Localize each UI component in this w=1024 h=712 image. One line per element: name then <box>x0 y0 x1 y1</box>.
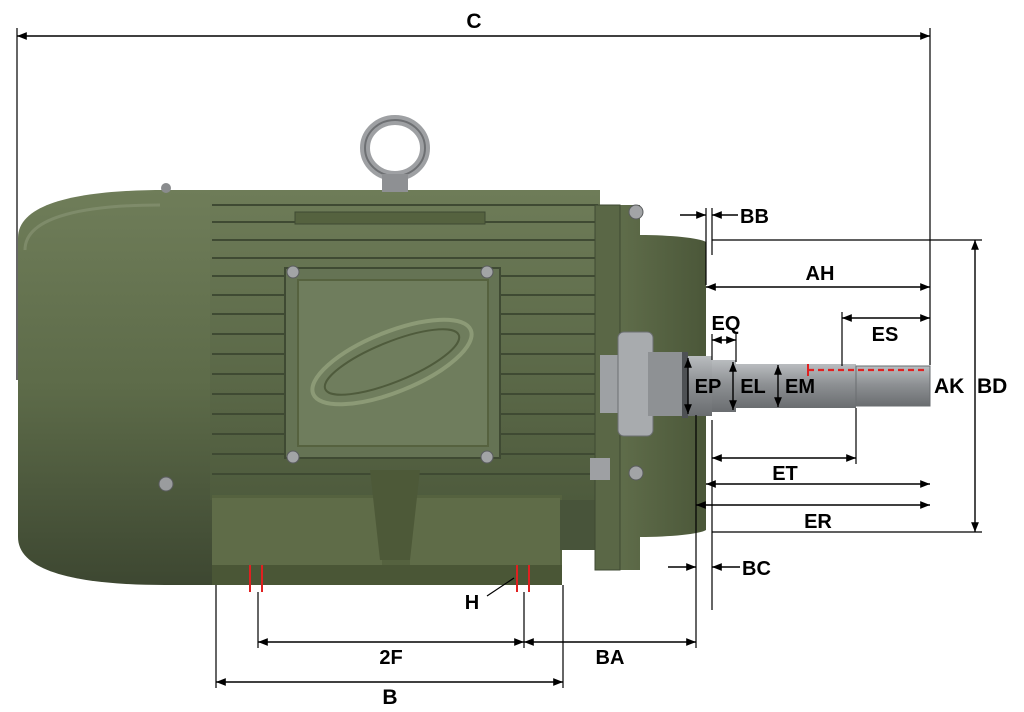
label-eq: EQ <box>712 313 741 335</box>
label-bb: BB <box>740 206 769 228</box>
lifting-eye <box>360 115 430 192</box>
label-ep: EP <box>695 376 722 398</box>
label-b: B <box>382 686 397 709</box>
dimension-labels: C BB AH ES EQ EP EL EM AK BD ET ER BC H … <box>379 10 1007 709</box>
screw-icon <box>480 450 494 464</box>
label-ba: BA <box>596 647 625 669</box>
screw-icon <box>286 265 300 279</box>
label-em: EM <box>785 376 815 398</box>
terminal-box <box>284 265 501 464</box>
motor-illustration <box>18 115 931 585</box>
bolt-icon <box>161 183 171 193</box>
label-h: H <box>465 592 479 614</box>
mounting-base <box>212 470 602 585</box>
label-ak: AK <box>934 375 964 398</box>
bolt-icon <box>628 204 644 220</box>
label-bd: BD <box>977 375 1007 398</box>
label-c: C <box>466 10 481 33</box>
motor-shaft <box>682 352 931 418</box>
label-el: EL <box>740 376 766 398</box>
label-et: ET <box>772 463 798 485</box>
label-ah: AH <box>806 263 835 285</box>
dimension-lines <box>16 28 982 688</box>
screw-icon <box>158 476 174 492</box>
label-2f: 2F <box>379 647 402 669</box>
bearing-cap <box>600 331 684 437</box>
fan-cover <box>18 190 215 585</box>
bolt-icon <box>628 465 644 481</box>
screw-icon <box>286 450 300 464</box>
label-es: ES <box>872 324 899 346</box>
label-bc: BC <box>742 558 771 580</box>
screw-icon <box>480 265 494 279</box>
label-er: ER <box>804 511 832 533</box>
logo-emboss <box>310 317 474 407</box>
